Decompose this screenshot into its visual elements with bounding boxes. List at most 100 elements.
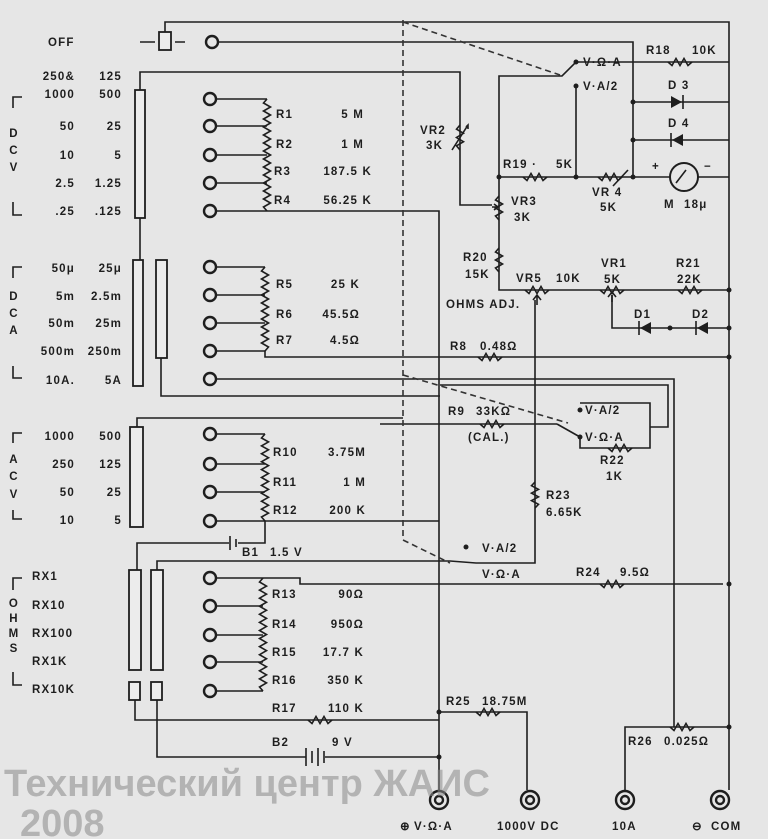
- dca-range-a: 50μ: [52, 263, 75, 275]
- range-contacts[interactable]: [202, 91, 267, 699]
- dcv-range-b: 25: [107, 121, 122, 133]
- r21-value: 22K: [677, 274, 702, 286]
- vr2-ref: VR2: [420, 125, 446, 137]
- range-switch-wafers[interactable]: [128, 89, 168, 701]
- r12-value: 200 K: [329, 505, 366, 517]
- acv-letter: A: [9, 454, 19, 466]
- resistor-chain-acv: [259, 433, 271, 522]
- range-contact[interactable]: [202, 91, 218, 107]
- resistor-vr1: [599, 284, 625, 296]
- d4-ref: D 4: [668, 118, 690, 130]
- resistor-r20: [493, 247, 505, 273]
- range-contact[interactable]: [202, 315, 218, 331]
- r14-value: 950Ω: [331, 619, 364, 631]
- range-contact[interactable]: [202, 343, 218, 359]
- resistor-r21: [677, 284, 703, 296]
- range-contact[interactable]: [202, 570, 218, 586]
- r17-value: 110 K: [328, 703, 364, 715]
- range-contact[interactable]: [202, 203, 218, 219]
- resistor-r23: [529, 481, 541, 509]
- r23-value: 6.65K: [546, 507, 583, 519]
- r8-ref: R8: [450, 341, 467, 353]
- resistor-r9: [479, 418, 505, 430]
- ohms-letter: H: [9, 613, 19, 625]
- range-contact[interactable]: [202, 513, 218, 529]
- wires: [134, 20, 732, 790]
- r23-ref: R23: [546, 490, 571, 502]
- range-contact[interactable]: [202, 426, 218, 442]
- range-contact[interactable]: [202, 598, 218, 614]
- r12-ref: R12: [273, 505, 298, 517]
- dcv-letter: D: [9, 128, 19, 140]
- terminal-1000vdc-label: 1000V DC: [497, 821, 560, 833]
- dcv-range-b: 500: [99, 89, 122, 101]
- diode-d1: [640, 322, 651, 334]
- range-contact[interactable]: [202, 175, 218, 191]
- resistors: [257, 56, 703, 733]
- dca-range-a: 500m: [41, 346, 75, 358]
- battery-b2: [305, 748, 325, 766]
- meter-plus: +: [652, 161, 660, 173]
- ohms-letter: O: [9, 598, 19, 610]
- ohms-range-label: RX1: [32, 571, 58, 583]
- r4-value: 56.25 K: [323, 195, 372, 207]
- dcv-range-a: 2.5: [55, 178, 75, 190]
- dcv-range-b: .125: [95, 206, 122, 218]
- dca-range-b: 250m: [88, 346, 122, 358]
- range-contact[interactable]: [202, 484, 218, 500]
- range-contact[interactable]: [202, 683, 218, 699]
- dca-range-a: 5m: [56, 291, 75, 303]
- dcv-range-a: 250&: [43, 71, 75, 83]
- range-contact[interactable]: [202, 654, 218, 670]
- r26-value: 0.025Ω: [664, 736, 709, 748]
- terminals[interactable]: [428, 789, 731, 811]
- watermark-line2: 2008: [20, 803, 105, 839]
- vr4-value: 5K: [600, 202, 617, 214]
- r22-ref: R22: [600, 455, 625, 467]
- r10-value: 3.75M: [328, 447, 366, 459]
- range-contact[interactable]: [202, 627, 218, 643]
- terminal-com-symbol: ⊖: [692, 821, 703, 833]
- r7-value: 4.5Ω: [330, 335, 360, 347]
- dcv-range-a: 50: [60, 121, 75, 133]
- r20-value: 15K: [465, 269, 490, 281]
- r19-value: 5K: [556, 159, 573, 171]
- r18-value: 10K: [692, 45, 717, 57]
- range-contact[interactable]: [202, 456, 218, 472]
- meter-m: [669, 162, 699, 192]
- r6-ref: R6: [276, 309, 293, 321]
- acv-letter: V: [10, 489, 19, 501]
- r22-value: 1K: [606, 471, 623, 483]
- switch-mid-vwa: V·Ω·A: [585, 432, 624, 444]
- r9-cal-label: (CAL.): [468, 432, 510, 444]
- range-contact[interactable]: [202, 147, 218, 163]
- meter-minus: −: [704, 161, 712, 173]
- range-contact[interactable]: [202, 287, 218, 303]
- vr5-ref: VR5: [516, 273, 542, 285]
- switch-low-va2: V·A/2: [482, 543, 517, 555]
- r13-ref: R13: [272, 589, 297, 601]
- meter-ref: M: [664, 199, 675, 211]
- resistor-r19: [522, 171, 548, 183]
- acv-range-b: 500: [99, 431, 122, 443]
- resistor-r26: [669, 721, 695, 733]
- battery-b1: [229, 536, 237, 550]
- acv-letter: C: [9, 471, 19, 483]
- d2-ref: D2: [692, 309, 709, 321]
- r8-value: 0.48Ω: [480, 341, 518, 353]
- diode-d4: [672, 134, 683, 146]
- acv-range-b: 25: [107, 487, 122, 499]
- range-contact[interactable]: [202, 371, 218, 387]
- resistor-vr5: [524, 284, 550, 296]
- dcv-range-b: 5: [114, 150, 122, 162]
- dcv-range-a: 10: [60, 150, 75, 162]
- dcv-range-a: .25: [55, 206, 75, 218]
- range-contact[interactable]: [202, 118, 218, 134]
- ohms-letter: M: [9, 628, 20, 640]
- switch-mid-va2: V·A/2: [585, 405, 620, 417]
- watermark-line1: Технический центр ЖАИС: [4, 763, 490, 805]
- b1-value: 1.5 V: [270, 547, 303, 559]
- range-contact[interactable]: [202, 259, 218, 275]
- power-switch[interactable]: [140, 31, 220, 51]
